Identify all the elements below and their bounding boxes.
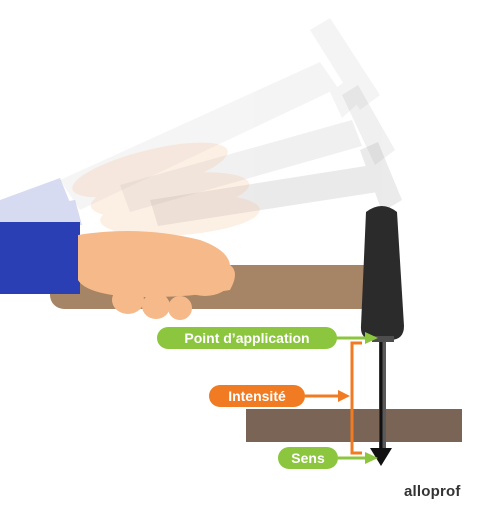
hand (78, 231, 235, 320)
wooden-board (246, 409, 462, 442)
label-point-application: Point d’application (157, 327, 337, 349)
point-application-arrow (336, 332, 378, 344)
intensite-bracket (305, 341, 362, 455)
sleeve (0, 222, 80, 294)
alloprof-logo: alloprof (404, 483, 461, 500)
sens-arrow (338, 452, 378, 464)
force-arrow (370, 342, 392, 466)
hammer-head (360, 206, 404, 342)
motion-ghost-trails (0, 18, 402, 236)
label-intensite: Intensité (209, 385, 305, 407)
label-sens: Sens (278, 447, 338, 469)
